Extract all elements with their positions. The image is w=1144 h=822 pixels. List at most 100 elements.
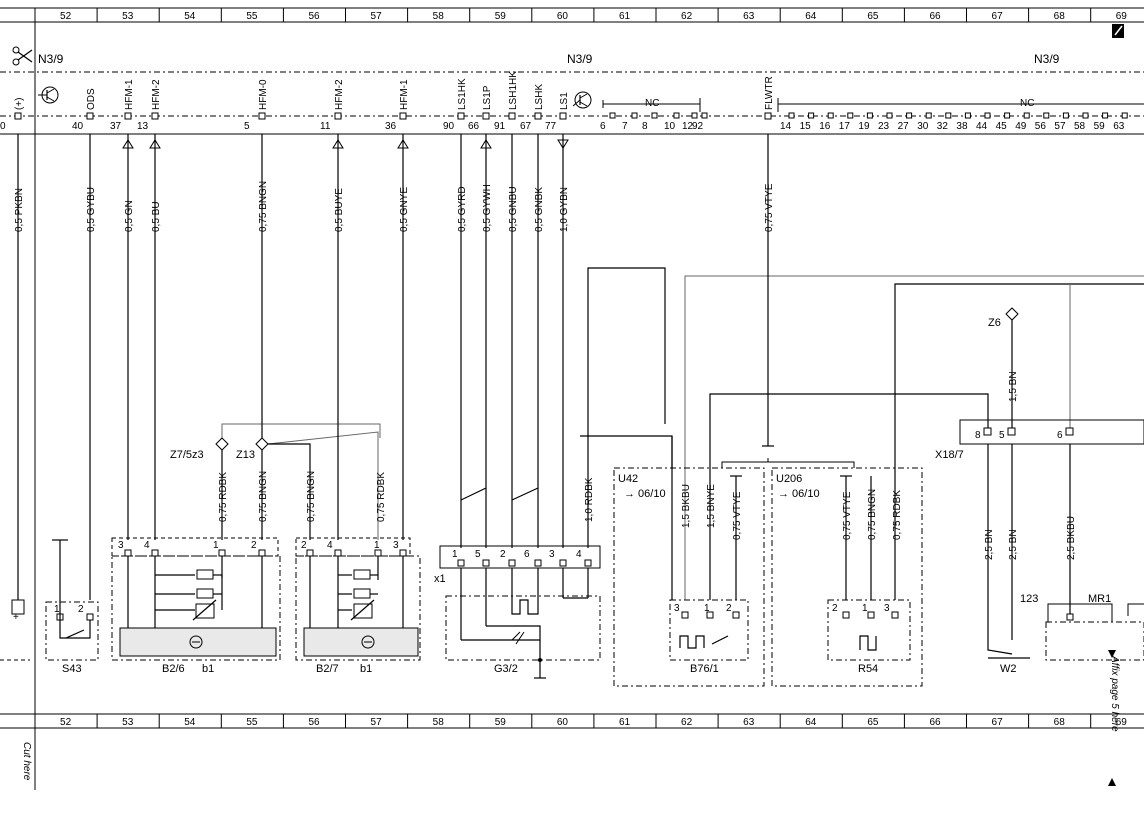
wire-label: 0,5 GNBU bbox=[508, 186, 519, 232]
pin-number: 32 bbox=[937, 121, 949, 132]
splice-z6: Z6 1,5 BN bbox=[988, 307, 1019, 430]
wire-label: 0,5 GYBU bbox=[86, 187, 97, 232]
pin-number: 11 bbox=[320, 121, 331, 132]
pin-label: 3 bbox=[884, 603, 890, 614]
pin-number: 16 bbox=[819, 121, 831, 132]
wire-label: 1,5 BKBU bbox=[681, 484, 692, 528]
r54-label: R54 bbox=[858, 663, 878, 675]
wire-label: 0,75 BNGN bbox=[258, 471, 269, 522]
grid-number: 60 bbox=[557, 11, 569, 22]
grid-number: 69 bbox=[1116, 11, 1128, 22]
grid-number: 62 bbox=[681, 717, 693, 728]
transistor-icon bbox=[38, 86, 59, 104]
plus-terminal: + bbox=[0, 599, 30, 661]
z7-label: Z7/5z3 bbox=[170, 449, 204, 461]
component-u206: U206 → 06/10 0,75 VTYE 0,75 BNGN 0,75 RD… bbox=[771, 467, 923, 687]
z6-label: Z6 bbox=[988, 317, 1001, 329]
pin-label: 2 bbox=[251, 540, 257, 551]
pin-number: 58 bbox=[1074, 121, 1086, 132]
pin-number: 23 bbox=[878, 121, 890, 132]
pin-label: 1 bbox=[862, 603, 868, 614]
pin-number: 12 bbox=[682, 121, 694, 132]
pin-label: 2 bbox=[78, 604, 84, 615]
pin-number: 77 bbox=[545, 121, 557, 132]
pin-label: 2 bbox=[726, 603, 732, 614]
x1-label: x1 bbox=[434, 573, 446, 585]
grid-number: 64 bbox=[805, 11, 817, 22]
grid-number: 67 bbox=[992, 717, 1004, 728]
pin-number: 17 bbox=[839, 121, 851, 132]
wire-label: 0,5 BU bbox=[151, 201, 162, 232]
pin-label: 4 bbox=[576, 549, 582, 560]
pin-label: 4 bbox=[144, 540, 150, 551]
n39-label-mid: N3/9 bbox=[567, 52, 593, 66]
signal-column: HFM-137 0,5 GN bbox=[110, 79, 135, 232]
signal-label: LSHK bbox=[534, 84, 545, 110]
n39-label-left: N3/9 bbox=[38, 52, 64, 66]
arrow-down-icon bbox=[1108, 650, 1116, 658]
n39-label-right: N3/9 bbox=[1034, 52, 1060, 66]
signal-label: ODS bbox=[86, 88, 97, 110]
signal-label: HFM-0 bbox=[258, 79, 269, 110]
wire-label: 0,75 VTYE bbox=[842, 491, 853, 540]
pin-number: 90 bbox=[443, 121, 455, 132]
component-b2-6: 3 4 1 2 B2/6 b1 bbox=[111, 537, 281, 675]
pin-number: 19 bbox=[858, 121, 870, 132]
pin-number: 45 bbox=[996, 121, 1008, 132]
grid-number: 67 bbox=[992, 11, 1004, 22]
pin-number: 0 bbox=[0, 121, 6, 132]
grid-number: 54 bbox=[184, 11, 196, 22]
grid-number: 61 bbox=[619, 11, 631, 22]
pin-label: 2 bbox=[500, 549, 506, 560]
pin-number: 37 bbox=[110, 121, 122, 132]
grid-number: 63 bbox=[743, 11, 755, 22]
grid-number: 57 bbox=[371, 717, 383, 728]
grid-number: 64 bbox=[805, 717, 817, 728]
grid-number: 56 bbox=[308, 11, 320, 22]
grid-number: 66 bbox=[929, 11, 941, 22]
pin-number: 44 bbox=[976, 121, 988, 132]
pin-number: 10 bbox=[664, 121, 676, 132]
pin-label: 8 bbox=[975, 430, 981, 441]
pin-number: 15 bbox=[800, 121, 812, 132]
grid-number: 62 bbox=[681, 11, 693, 22]
component-b2-7: 2 4 1 3 B2/7 b1 bbox=[295, 537, 421, 675]
grid-number: 58 bbox=[433, 717, 445, 728]
pin-label: 2 bbox=[301, 540, 307, 551]
pin-label: 5 bbox=[999, 430, 1005, 441]
pin-label: 1 bbox=[452, 549, 458, 560]
component-s43: 1 2 S43 bbox=[45, 539, 99, 675]
pin-number: 5 bbox=[244, 121, 250, 132]
pin-number: 56 bbox=[1035, 121, 1047, 132]
grid-number: 52 bbox=[60, 11, 72, 22]
grid-number: 57 bbox=[371, 11, 383, 22]
wire-label: 2,5 BN bbox=[984, 529, 995, 560]
grid-number: 59 bbox=[495, 717, 507, 728]
grid-number: 59 bbox=[495, 11, 507, 22]
pin-number: 14 bbox=[780, 121, 792, 132]
b2-6-label: B2/6 bbox=[162, 663, 185, 675]
u42-reference: → 06/10 bbox=[624, 488, 666, 500]
grid-number: 68 bbox=[1054, 717, 1066, 728]
pin-label: 3 bbox=[118, 540, 124, 551]
pin-number: 92 bbox=[692, 121, 704, 132]
nc-label-2: NC bbox=[1020, 98, 1034, 109]
pin-label: 4 bbox=[327, 540, 333, 551]
wire-label: 1,0 GYBN bbox=[559, 187, 570, 232]
signal-label: HFM-1 bbox=[124, 79, 135, 110]
wire-label: 0,75 RDBK bbox=[376, 472, 387, 522]
pin-number: 6 bbox=[600, 121, 606, 132]
page-corner-icon bbox=[1112, 24, 1124, 38]
wire-label: 0,5 GN bbox=[124, 200, 135, 232]
signal-label: LS1 bbox=[559, 92, 570, 110]
u206-label: U206 bbox=[776, 473, 802, 485]
pin-number: 57 bbox=[1054, 121, 1066, 132]
